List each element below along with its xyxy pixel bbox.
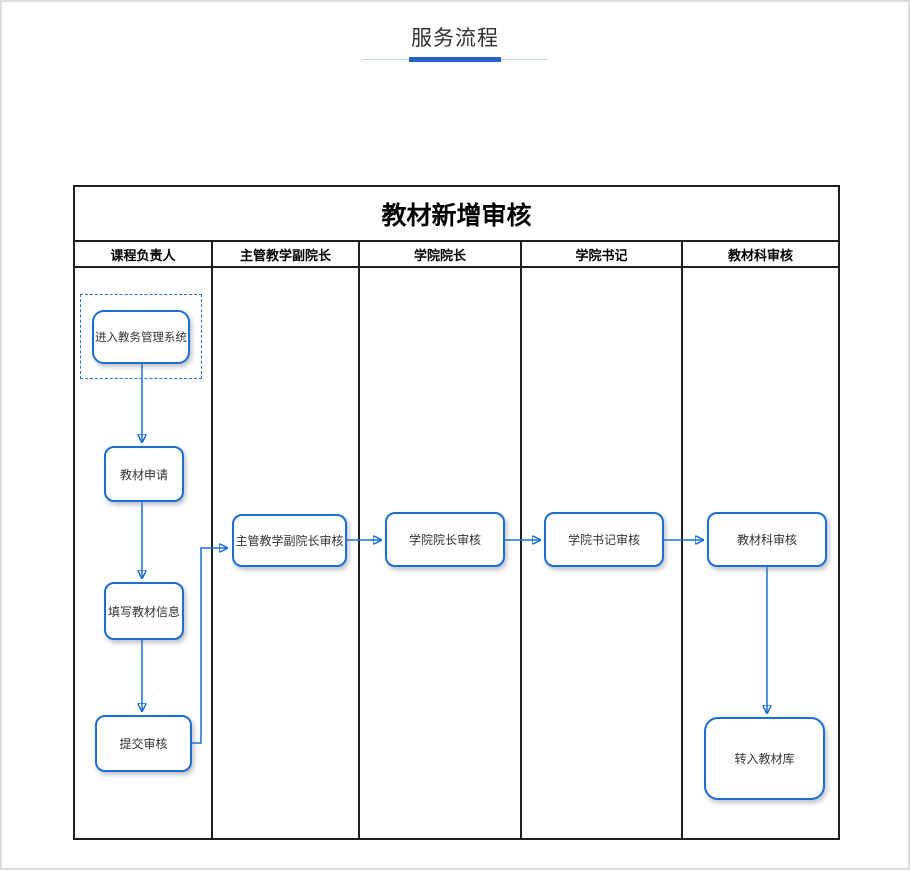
lane-header-vice-dean: 主管教学副院长	[213, 242, 360, 266]
flow-node-dean-review: 学院院长审核	[385, 512, 505, 567]
flow-node-submit-review: 提交审核	[95, 715, 192, 772]
lane-header-row: 课程负责人 主管教学副院长 学院院长 学院书记 教材科审核	[75, 242, 838, 268]
flow-node-secretary-review: 学院书记审核	[544, 512, 664, 567]
title-divider-accent-bar	[409, 57, 501, 62]
lane-column-dean	[360, 268, 522, 838]
flow-node-enter-system: 进入教务管理系统	[92, 310, 190, 364]
flow-node-vice-dean-review: 主管教学副院长审核	[232, 514, 347, 567]
flow-node-into-library: 转入教材库	[704, 717, 825, 800]
lane-column-secretary	[522, 268, 683, 838]
flow-node-textbook-dept-review: 教材科审核	[707, 512, 827, 567]
start-node-dashed-outline	[80, 294, 202, 379]
lane-column-vice-dean	[213, 268, 360, 838]
lane-header-textbook-dept: 教材科审核	[727, 247, 793, 263]
page-title: 服务流程	[411, 27, 499, 50]
flowchart-title: 教材新增审核	[75, 187, 838, 242]
flow-node-textbook-apply: 教材申请	[104, 446, 184, 502]
lane-header-dean: 学院院长	[360, 242, 522, 266]
lane-header-secretary: 学院书记	[522, 242, 683, 266]
lane-header-course-leader: 课程负责人	[75, 242, 213, 266]
title-divider	[362, 57, 548, 62]
flow-node-fill-textbook-info: 填写教材信息	[104, 582, 184, 640]
